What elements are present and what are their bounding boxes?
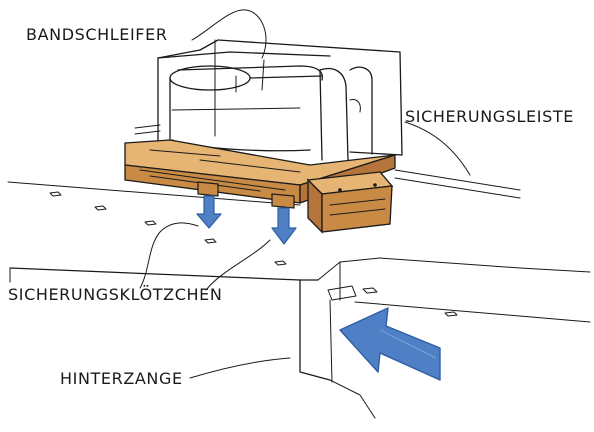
rail	[134, 124, 521, 199]
belt-sander	[157, 39, 403, 161]
down-arrow-icon	[271, 207, 297, 245]
label-sicherungsleiste: SICHERUNGSLEISTE	[405, 107, 574, 126]
left-arrow-icon	[339, 307, 441, 381]
leader-lines	[139, 9, 471, 379]
safety-blocks	[197, 181, 295, 209]
bench-dog-holes	[49, 191, 458, 317]
safety-strip-block	[306, 171, 394, 234]
label-bandschleifer: BANDSCHLEIFER	[26, 25, 168, 44]
workbench	[7, 181, 591, 419]
label-hinterzange: HINTERZANGE	[60, 369, 183, 388]
label-sicherungskloetzchen: SICHERUNGSKLÖTZCHEN	[8, 285, 222, 304]
down-arrow-icon	[196, 195, 222, 229]
screw-icon	[338, 188, 342, 192]
screw-icon	[373, 183, 377, 187]
